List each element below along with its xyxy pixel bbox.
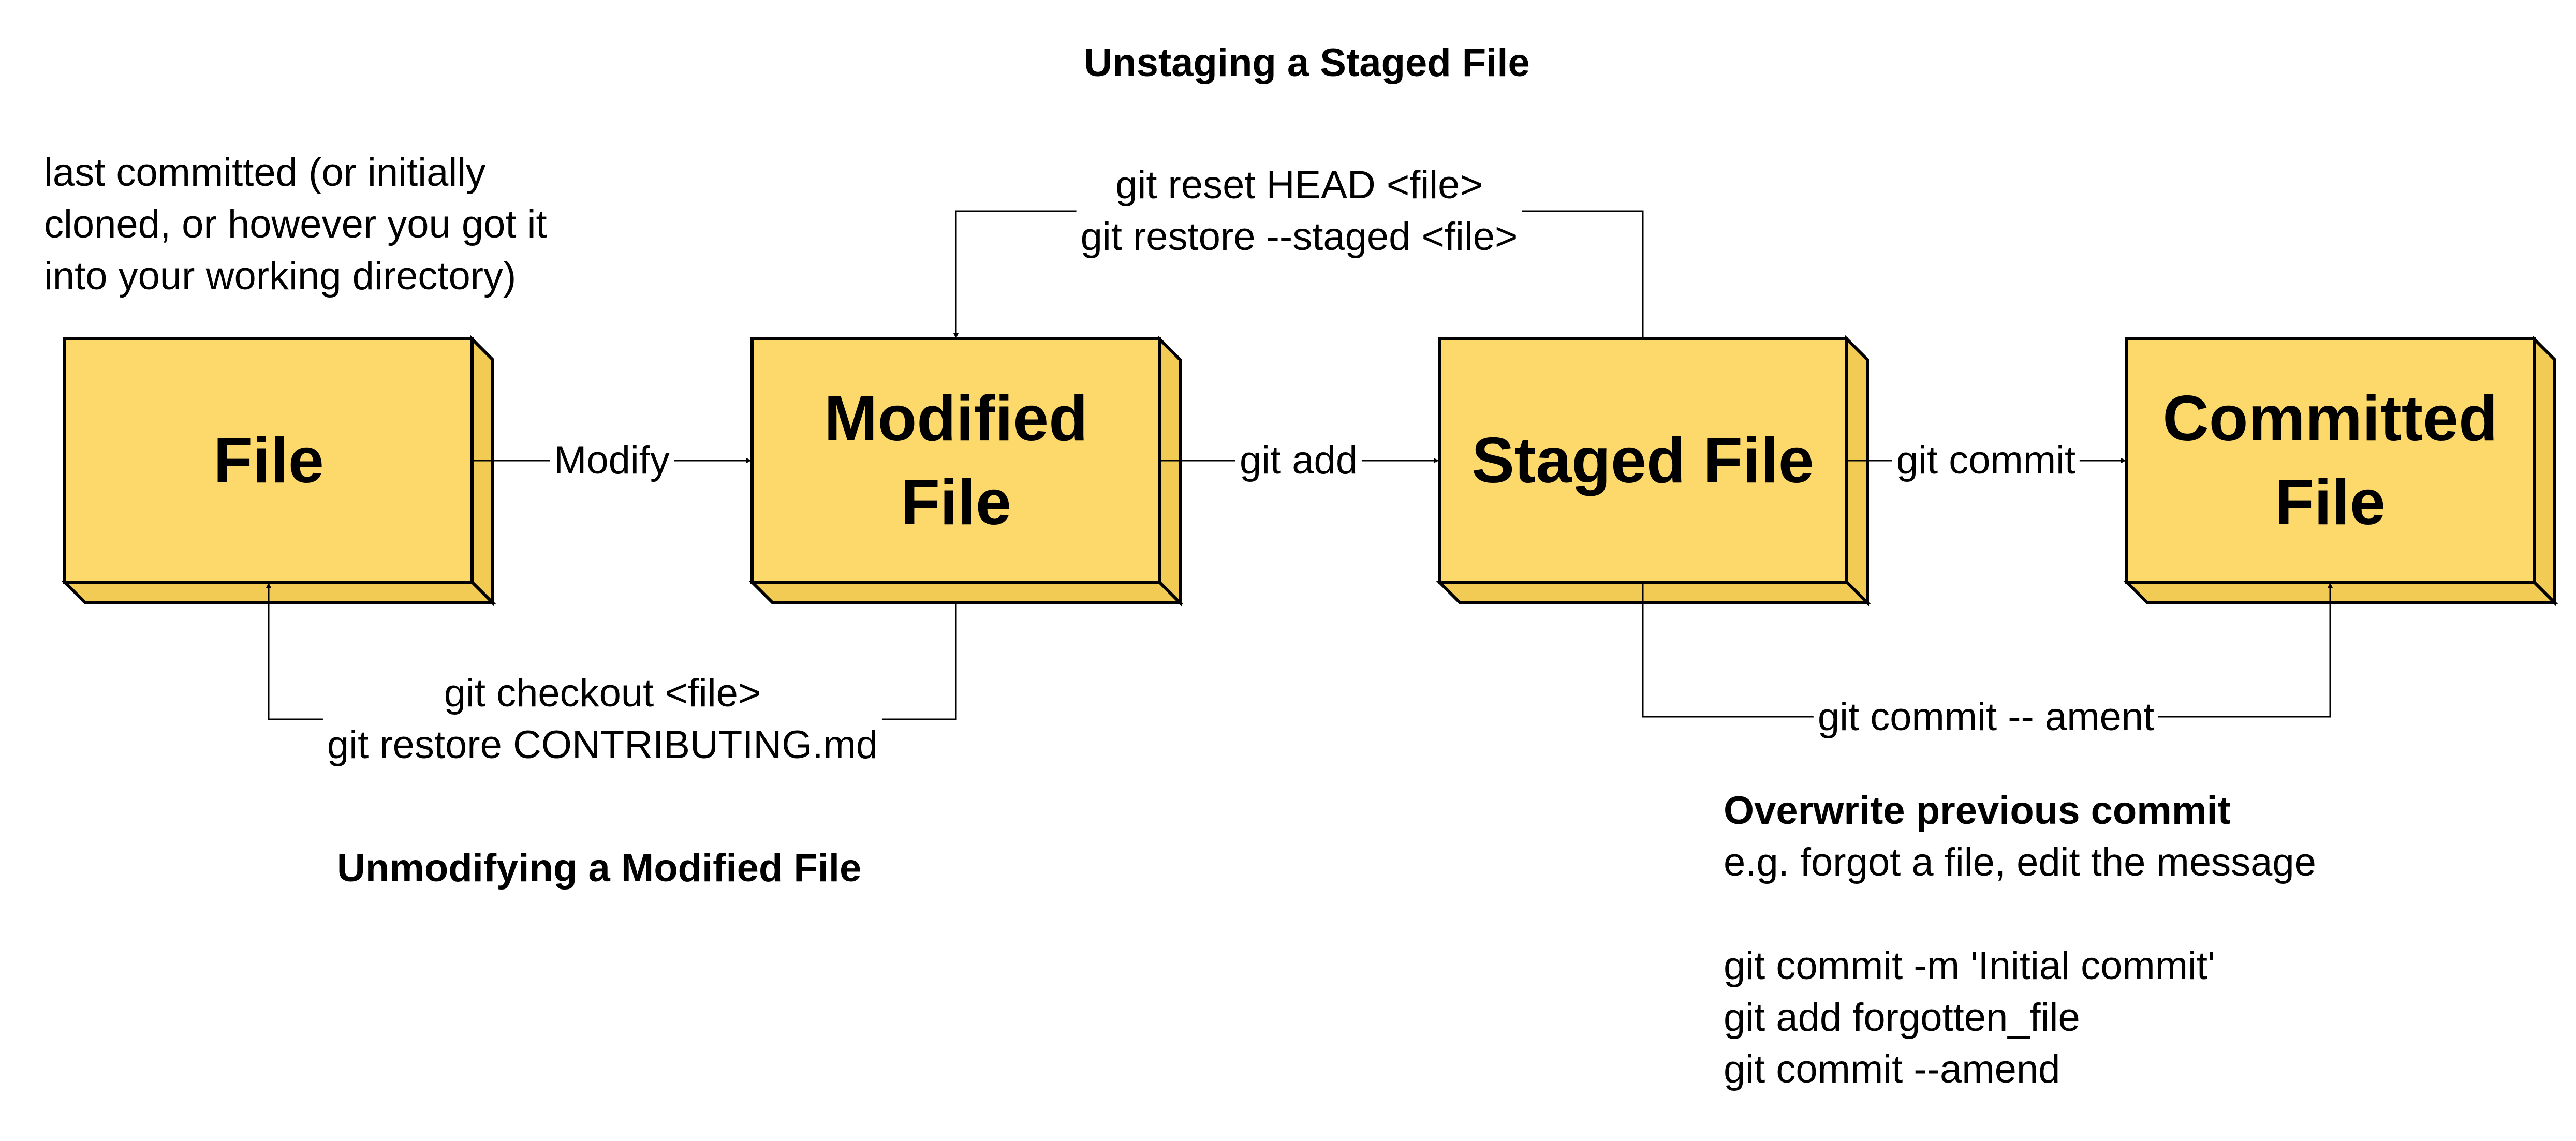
edge-label-git-add: git add (1235, 435, 1362, 486)
edge-label-git-commit: git commit (1892, 435, 2080, 486)
box-file (61, 335, 497, 607)
note-amend-command: git add forgotten_file (1724, 996, 2080, 1040)
note-amend-spacer (1724, 888, 2316, 940)
note-amend-subtitle: e.g. forgot a file, edit the message (1724, 840, 2316, 884)
edge-label-git-reset: git reset HEAD <file> git restore --stag… (1076, 159, 1522, 263)
title-unstaging: Unstaging a Staged File (1084, 41, 1530, 85)
box-committed-file (2123, 335, 2559, 607)
note-amend: Overwrite previous commit e.g. forgot a … (1724, 785, 2316, 1095)
node-file-label: File (213, 425, 324, 496)
note-origin: last committed (or initially cloned, or … (44, 151, 547, 298)
note-amend-command: git commit -m 'Initial commit' (1724, 944, 2215, 988)
note-amend-command: git commit --amend (1724, 1047, 2060, 1091)
box-modified-file (748, 335, 1184, 607)
edge-label-modify: Modify (550, 435, 674, 486)
node-committed-label: Committed File (2162, 383, 2498, 538)
title-unmodifying: Unmodifying a Modified File (337, 846, 862, 890)
node-modified-label: Modified File (824, 383, 1088, 538)
edge-label-git-checkout: git checkout <file> git restore CONTRIBU… (322, 668, 882, 771)
box-staged-file (1435, 335, 1872, 607)
node-staged-label: Staged File (1471, 425, 1814, 496)
note-amend-title: Overwrite previous commit (1724, 789, 2231, 833)
edge-label-git-commit-amend: git commit -- ament (1813, 691, 2159, 743)
